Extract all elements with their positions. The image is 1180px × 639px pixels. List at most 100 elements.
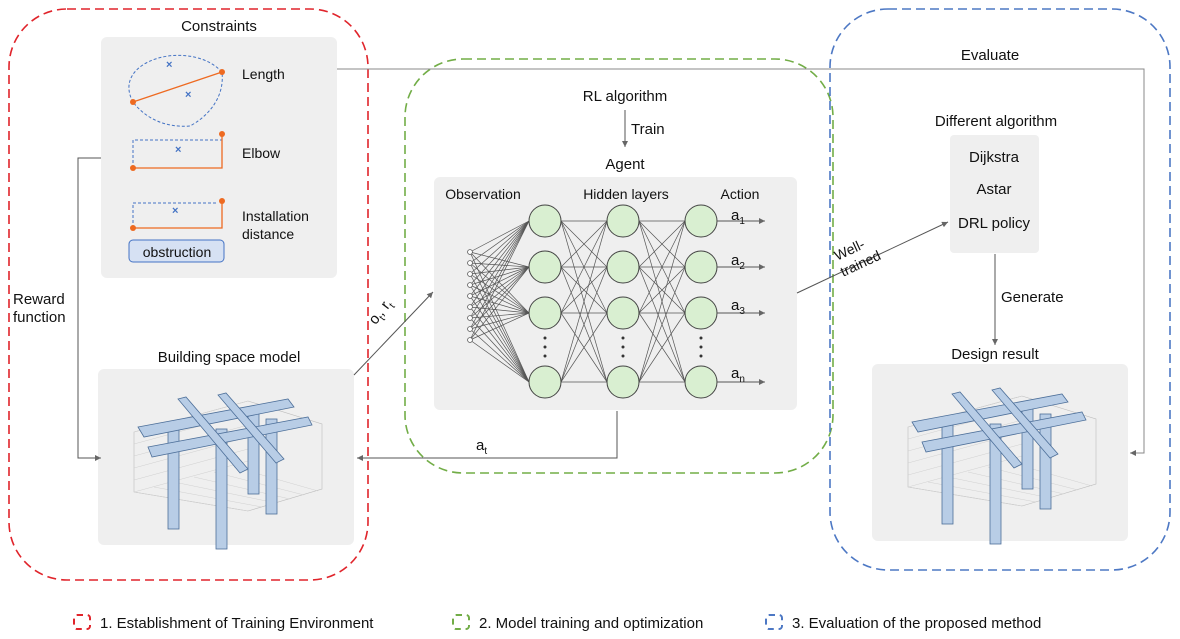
network-edge bbox=[638, 312, 686, 383]
input-node bbox=[467, 282, 473, 288]
network-edge bbox=[469, 220, 530, 297]
action-label: Action bbox=[720, 186, 760, 202]
network-edge bbox=[469, 220, 530, 341]
elbow-label: Elbow bbox=[242, 145, 281, 161]
network-edge bbox=[638, 220, 686, 268]
svg-text:×: × bbox=[175, 144, 181, 156]
network-edge bbox=[469, 262, 530, 314]
well-trained-arrow bbox=[796, 221, 949, 294]
ellipsis-dot bbox=[621, 336, 625, 340]
input-node bbox=[467, 337, 473, 343]
algorithm-dijkstra: Dijkstra bbox=[968, 149, 1020, 166]
pipe-column bbox=[1039, 413, 1052, 510]
svg-text:×: × bbox=[172, 205, 178, 217]
legend-eval-label: 3. Evaluation of the proposed method bbox=[792, 615, 1042, 632]
network-edge bbox=[469, 266, 530, 319]
network-node bbox=[684, 250, 718, 284]
obstruction-label: obstruction bbox=[142, 244, 212, 260]
ellipsis-dot bbox=[621, 345, 625, 349]
network-edge bbox=[560, 266, 608, 383]
network-edge bbox=[469, 295, 530, 314]
observation-label: Observation bbox=[445, 186, 521, 202]
network-edge bbox=[469, 266, 530, 286]
network-edge bbox=[560, 220, 608, 268]
input-node bbox=[467, 315, 473, 321]
network-node bbox=[684, 204, 718, 238]
legend-eval-swatch bbox=[765, 614, 783, 630]
pipe-column bbox=[989, 423, 1002, 545]
pipe-beam bbox=[217, 392, 285, 464]
evaluate-label: Evaluate bbox=[960, 47, 1020, 64]
network-edge bbox=[469, 220, 530, 264]
ellipsis-dot bbox=[621, 354, 625, 358]
pipe-column bbox=[215, 428, 228, 550]
reward-function-arrow bbox=[77, 157, 101, 461]
ellipsis-dot bbox=[543, 345, 547, 349]
grid-line bbox=[133, 436, 249, 469]
input-node bbox=[467, 249, 473, 255]
network-node bbox=[684, 296, 718, 330]
network-edge bbox=[469, 266, 530, 297]
network-node bbox=[606, 296, 640, 330]
network-edge bbox=[638, 266, 686, 383]
installation-label: Installation bbox=[242, 208, 309, 224]
training-section-frame bbox=[404, 58, 834, 474]
network-edge bbox=[469, 220, 530, 330]
pipe-beam bbox=[951, 391, 1023, 469]
algorithms-panel bbox=[950, 135, 1039, 253]
network-edge bbox=[469, 262, 530, 383]
network-edge bbox=[469, 317, 530, 383]
reward-function-label-line1: Reward bbox=[13, 291, 65, 308]
obstruction-box bbox=[128, 239, 225, 263]
network-edge bbox=[469, 284, 530, 314]
pipe-beam bbox=[177, 396, 249, 474]
input-node bbox=[467, 260, 473, 266]
network-edge bbox=[469, 273, 530, 314]
eval-section-frame bbox=[829, 8, 1171, 571]
legend-env-label: 1. Establishment of Training Environment bbox=[100, 615, 374, 632]
neural-network bbox=[467, 204, 765, 399]
generate-label: Generate bbox=[1001, 289, 1064, 306]
network-node bbox=[528, 365, 562, 399]
network-edge bbox=[469, 220, 530, 319]
network-node bbox=[528, 250, 562, 284]
legend-train-swatch bbox=[452, 614, 470, 630]
network-edge bbox=[469, 251, 530, 314]
network-edge bbox=[560, 220, 608, 383]
constraints-title: Constraints bbox=[181, 18, 257, 35]
legend-env-swatch bbox=[73, 614, 91, 630]
action-output-label: a2 bbox=[731, 252, 745, 272]
action-feedback-arrow bbox=[357, 411, 618, 461]
network-edge bbox=[469, 251, 530, 268]
grid-line bbox=[133, 460, 249, 493]
network-node bbox=[528, 204, 562, 238]
grid-line bbox=[907, 431, 1023, 464]
network-edge bbox=[469, 328, 530, 383]
action-feedback-label: at bbox=[476, 437, 488, 457]
network-edge bbox=[469, 220, 530, 286]
length-constraint-sketch: × × bbox=[128, 54, 225, 127]
rl-algorithm-title: RL algorithm bbox=[582, 88, 668, 105]
pipe-beam bbox=[991, 387, 1059, 459]
network-edge bbox=[638, 266, 686, 314]
pipe-column bbox=[265, 418, 278, 515]
network-edge bbox=[469, 251, 530, 383]
train-label: Train bbox=[631, 121, 665, 138]
network-edge bbox=[469, 306, 530, 314]
algorithm-drl-policy: DRL policy bbox=[958, 215, 1030, 232]
constraints-panel bbox=[101, 37, 337, 278]
network-edge bbox=[638, 220, 686, 314]
grid-line bbox=[133, 491, 249, 512]
network-node bbox=[684, 365, 718, 399]
different-algorithm-title: Different algorithm bbox=[934, 113, 1058, 130]
network-edge bbox=[560, 266, 608, 314]
network-edge bbox=[469, 266, 530, 275]
agent-title: Agent bbox=[605, 156, 645, 173]
input-node bbox=[467, 271, 473, 277]
length-label: Length bbox=[242, 66, 285, 82]
hidden-layers-label: Hidden layers bbox=[583, 186, 669, 202]
grid-line bbox=[907, 455, 1023, 488]
network-edge bbox=[469, 312, 530, 330]
input-node bbox=[467, 304, 473, 310]
network-node bbox=[528, 296, 562, 330]
